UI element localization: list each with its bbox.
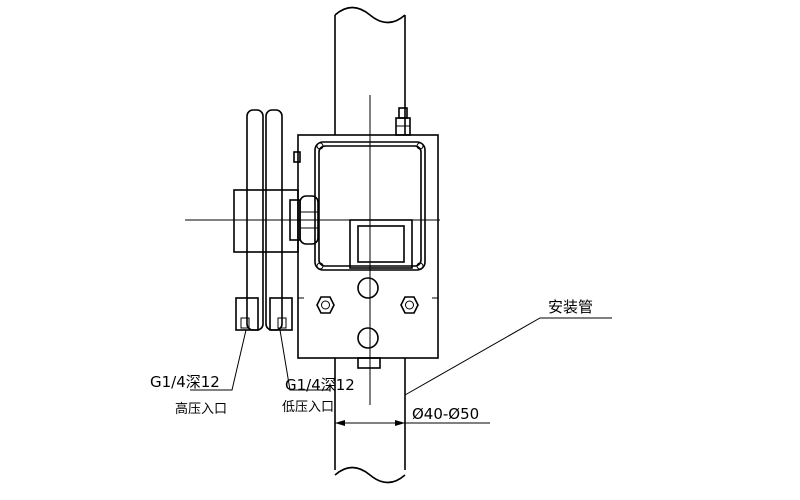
high-port-name: 高压入口 bbox=[175, 401, 227, 417]
high-port-leader bbox=[190, 329, 247, 391]
low-port-leader bbox=[279, 329, 330, 391]
diameter-dimension bbox=[335, 420, 490, 426]
high-port-spec: G1/4深12 bbox=[150, 373, 220, 391]
install-pipe-label: 安装管 bbox=[548, 298, 593, 316]
transmitter-housing bbox=[293, 134, 439, 369]
low-port-spec: G1/4深12 bbox=[285, 376, 355, 394]
cable-connector bbox=[395, 107, 411, 136]
installation-pipe bbox=[334, 6, 406, 484]
pipe-diameter-label: Ø40-Ø50 bbox=[412, 405, 479, 423]
pressure-flange-assembly bbox=[233, 109, 319, 331]
nut-left bbox=[316, 296, 335, 314]
nut-right bbox=[400, 296, 419, 314]
low-port-name: 低压入口 bbox=[282, 400, 334, 415]
install-pipe-leader bbox=[404, 317, 612, 396]
